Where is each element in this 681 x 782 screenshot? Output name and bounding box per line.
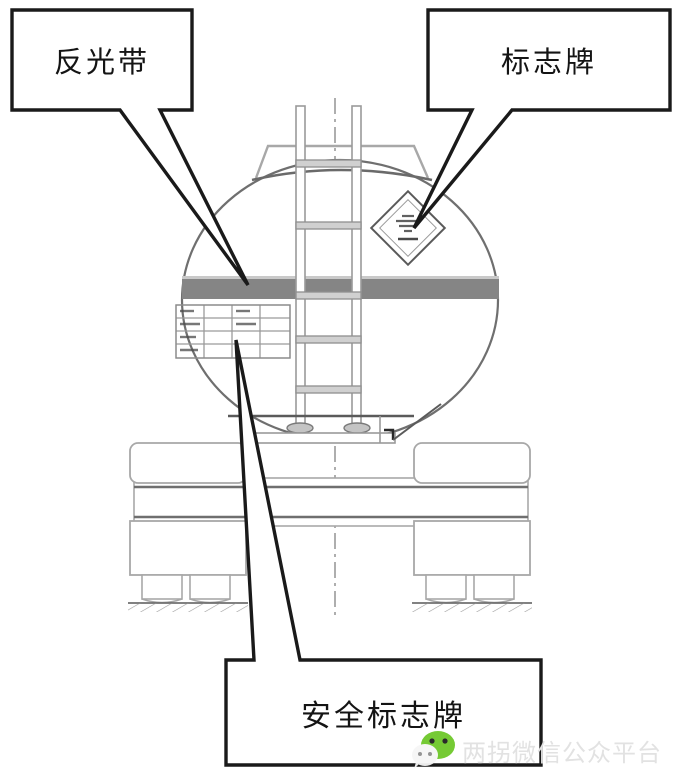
- callout-label-reflective-strip: 反光带: [53, 45, 150, 79]
- tank-bottom-platform: [228, 403, 442, 444]
- callout-box-hazard-placard[interactable]: [412, 8, 672, 230]
- watermark-label: 两拐微信公众平台: [462, 739, 662, 767]
- wheel-assembly-right: [412, 442, 532, 612]
- wechat-icon: [412, 731, 455, 769]
- nameplate-data-table: [175, 304, 291, 359]
- callout-label-hazard-placard: 标志牌: [500, 45, 597, 79]
- access-ladder: [286, 105, 371, 434]
- tank-body: [180, 158, 500, 442]
- tank-top-dome-guard: [251, 144, 433, 182]
- callout-box-reflective-strip[interactable]: [10, 8, 250, 287]
- reflective-strip-band: [182, 276, 499, 299]
- chassis-frame-rails: [133, 477, 529, 527]
- callout-label-safety-sign: 安全标志牌: [301, 698, 466, 734]
- callout-box-safety-sign[interactable]: [224, 339, 543, 767]
- wheel-assembly-left: [128, 442, 248, 612]
